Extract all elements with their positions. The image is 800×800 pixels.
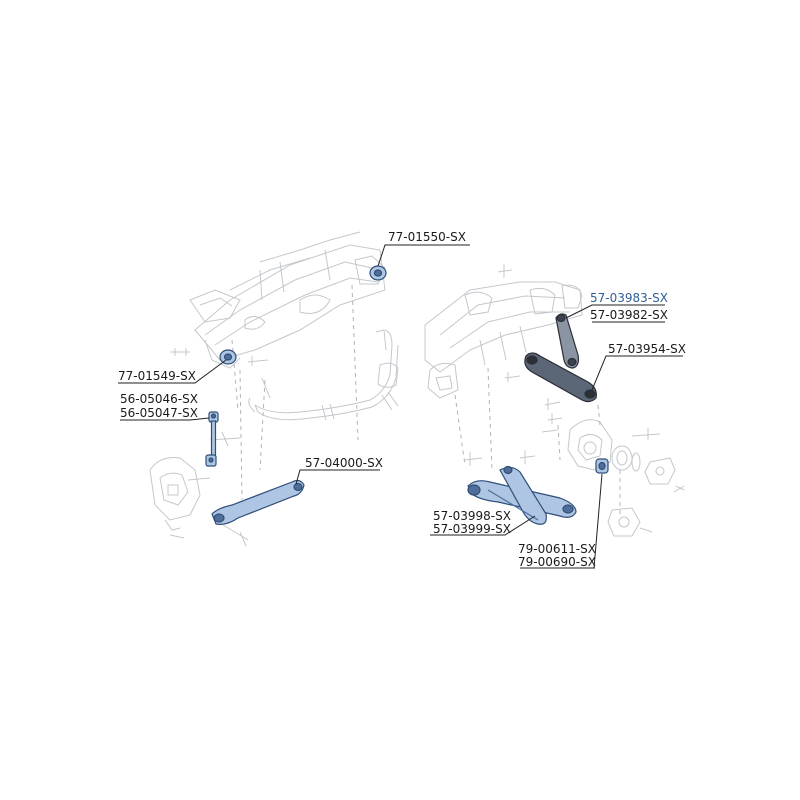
label-57-03983-sx: 57-03983-SX (590, 291, 668, 305)
label-77-01549-sx: 77-01549-SX (118, 369, 196, 383)
label-79-00611-sx: 79-00611-SX (518, 542, 596, 556)
label-56-05046-sx: 56-05046-SX (120, 392, 198, 406)
upper-toe-link (555, 313, 580, 369)
leader-lines (118, 244, 683, 569)
upper-control-arm (524, 352, 597, 403)
label-57-03954-sx: 57-03954-SX (608, 342, 686, 356)
right-alignment-lines (454, 367, 621, 515)
lower-control-arm (211, 479, 305, 525)
label-79-00690-sx: 79-00690-SX (518, 555, 596, 569)
label-56-05047-sx: 56-05047-SX (120, 406, 198, 420)
sway-bar-end-link (205, 411, 219, 467)
left-subframe-lineart (149, 231, 399, 547)
label-57-03999-sx: 57-03999-SX (433, 522, 511, 536)
label-57-04000-sx: 57-04000-SX (305, 456, 383, 470)
label-57-03998-sx: 57-03998-SX (433, 509, 511, 523)
label-57-03982-sx: 57-03982-SX (590, 308, 668, 322)
label-77-01550-sx: 77-01550-SX (388, 230, 466, 244)
knuckle-bushing (595, 458, 609, 474)
right-subframe-lineart (424, 264, 685, 537)
right-highlighted-parts (467, 313, 609, 525)
left-highlighted-parts (205, 265, 387, 525)
lower-wishbone (467, 465, 577, 525)
